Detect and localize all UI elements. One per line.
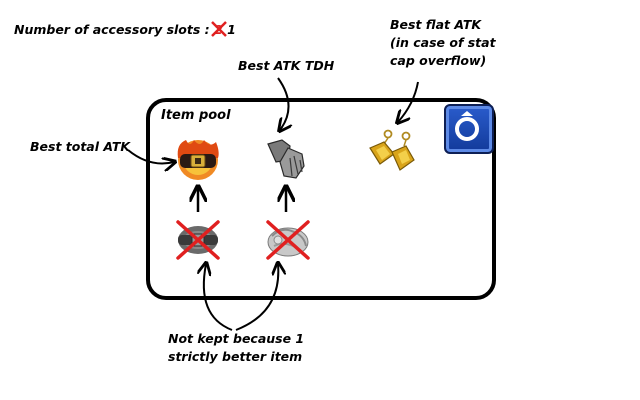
best-flat-atk-line-3: cap overflow) <box>390 53 487 68</box>
accessory-slots-label: Number of accessory slots : 2 1 <box>14 21 236 38</box>
arrow-not-kept-right <box>235 264 278 331</box>
not-kept-line-1: Not kept because 1 <box>168 331 305 346</box>
item-pool-title: Item pool <box>161 108 231 123</box>
label-not-kept: Not kept because 1 strictly better item <box>168 330 304 366</box>
slots-label-text: Number of accessory slots : <box>14 22 210 37</box>
best-flat-atk-line-2: (in case of stat <box>390 35 496 50</box>
gauntlet-icon <box>267 139 305 179</box>
gold-earrings-icon <box>369 129 415 171</box>
slots-old-value: 2 <box>211 21 227 38</box>
slots-new-value: 1 <box>227 22 236 37</box>
arrow-not-kept-left <box>204 264 233 331</box>
best-flat-atk-line-1: Best flat ATK <box>390 17 482 32</box>
arrow-best-total-atk <box>127 149 174 164</box>
ring-icon <box>455 111 479 141</box>
arrow-best-atk-tdh <box>278 77 289 130</box>
discard-cross-icon <box>176 220 220 260</box>
label-best-atk-tdh: Best ATK TDH <box>238 58 335 73</box>
label-best-total-atk: Best total ATK <box>30 139 131 154</box>
discard-cross-icon <box>266 220 310 260</box>
item-pool-box <box>146 98 496 300</box>
strike-cross-icon <box>211 21 227 37</box>
label-best-flat-atk: Best flat ATK (in case of stat cap overf… <box>390 16 496 70</box>
not-kept-line-2: strictly better item <box>168 349 303 364</box>
flaming-belt-icon <box>177 140 219 180</box>
arrow-best-flat-atk <box>398 81 419 122</box>
accessory-badge <box>444 104 494 154</box>
